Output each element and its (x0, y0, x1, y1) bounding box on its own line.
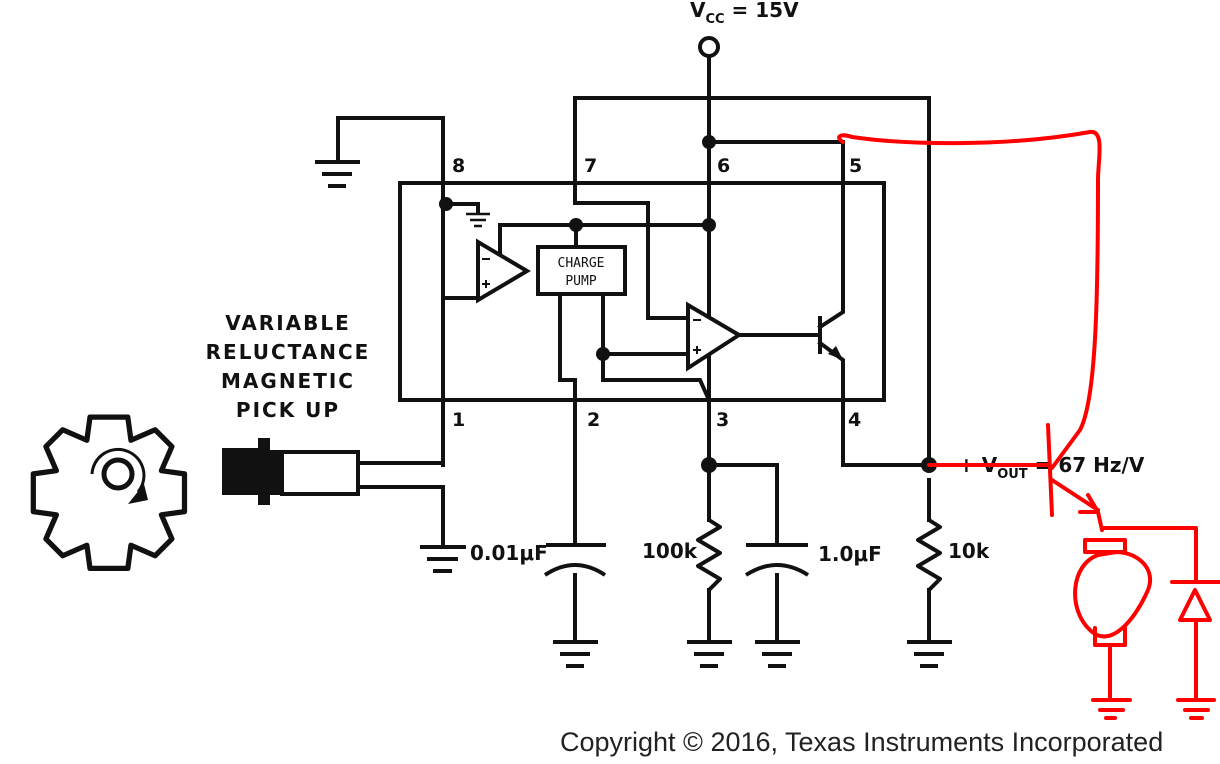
pin-4-label: 4 (848, 409, 861, 431)
pin-7-label: 7 (584, 155, 597, 177)
annotation-ground-1 (1091, 698, 1132, 720)
pin-1-label: 1 (452, 409, 465, 431)
ground-cap1 (553, 640, 598, 668)
annotation-wire-pin5 (837, 130, 1102, 470)
ground-cap2 (755, 640, 800, 668)
annotation-transistor-base (1046, 423, 1054, 517)
ground-pin8 (315, 160, 360, 188)
charge-pump-box (536, 245, 627, 296)
charge-pump-label-line1: CHARGE (558, 256, 605, 271)
vcc-terminal (698, 36, 720, 58)
ic-package (398, 181, 886, 402)
magnetic-pickup (222, 438, 360, 505)
pickup-label-line2: RELUCTANCE (206, 340, 371, 364)
ground-res100k (687, 640, 732, 668)
annotation-transistor-emitter (1050, 478, 1100, 512)
resistor-10k (916, 518, 942, 592)
annotation-motor (1073, 538, 1152, 702)
gear-icon (30, 414, 188, 571)
capacitor-0-01uf-label: 0.01μF (470, 541, 548, 565)
pin-5-label: 5 (849, 155, 862, 177)
ground-res10k (907, 640, 952, 668)
annotation-ground-2 (1176, 698, 1216, 720)
annotation-diode-wire (1100, 526, 1198, 582)
pin-8-label: 8 (452, 155, 465, 177)
pickup-label: VARIABLE RELUCTANCE MAGNETIC PICK UP (206, 311, 371, 422)
capacitor-1-0uf (744, 543, 810, 577)
pin-6-label: 6 (717, 155, 730, 177)
junction-dots (439, 135, 937, 473)
copyright-notice: Copyright © 2016, Texas Instruments Inco… (560, 727, 1164, 757)
red-annotation (837, 130, 1220, 720)
ground-internal (466, 212, 490, 228)
pickup-label-line3: MAGNETIC (221, 369, 355, 393)
annotation-diode (1170, 580, 1220, 702)
pin-3-label: 3 (716, 409, 729, 431)
pickup-label-line4: PICK UP (236, 398, 340, 422)
vcc-label: VCC = 15V (690, 0, 799, 27)
output-comparator (686, 301, 743, 372)
pin-2-label: 2 (587, 409, 600, 431)
resistor-10k-label: 10k (948, 539, 990, 563)
resistor-100k (696, 518, 722, 592)
resistor-100k-label: 100k (642, 539, 698, 563)
pickup-label-line1: VARIABLE (225, 311, 351, 335)
input-comparator (476, 238, 531, 304)
ground-pickup (420, 545, 466, 573)
capacitor-1-0uf-label: 1.0μF (818, 542, 882, 566)
charge-pump-label-line2: PUMP (565, 274, 596, 289)
transistor-emitter-arrow (828, 346, 843, 360)
capacitor-0-01uf (543, 543, 607, 577)
